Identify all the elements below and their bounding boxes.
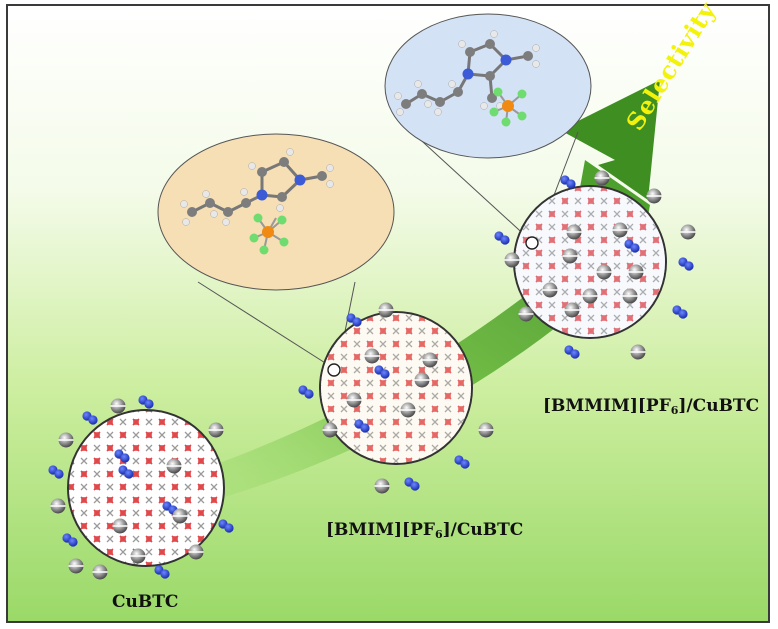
- label-cubtc: CuBTC: [112, 592, 179, 612]
- pf6-anion-model: [249, 213, 289, 255]
- zoom-ring-2: [525, 236, 539, 250]
- label-bmmim-sub: 6: [670, 404, 679, 417]
- framework-bmmim-pf6-cubtc: [513, 185, 667, 339]
- inset-bmmim-pf6: [384, 13, 592, 159]
- label-bmim-pf6-cubtc: [BMIM][PF6]/CuBTC: [326, 520, 523, 541]
- inset-bmim-pf6: [157, 133, 395, 291]
- zoom-ring-1: [327, 363, 341, 377]
- label-bmim-pre: [BMIM][PF: [326, 520, 435, 540]
- label-bmim-post: ]/CuBTC: [442, 520, 524, 540]
- label-bmmim-pf6-cubtc: [BMMIM][PF6]/CuBTC: [543, 396, 759, 417]
- pf6-anion-model-2: [489, 87, 527, 127]
- label-bmmim-pre: [BMMIM][PF: [543, 396, 671, 416]
- label-bmim-sub: 6: [434, 528, 443, 541]
- framework-cubtc: [67, 409, 225, 567]
- label-bmmim-post: ]/CuBTC: [678, 396, 760, 416]
- framework-bmim-pf6-cubtc: [319, 311, 473, 465]
